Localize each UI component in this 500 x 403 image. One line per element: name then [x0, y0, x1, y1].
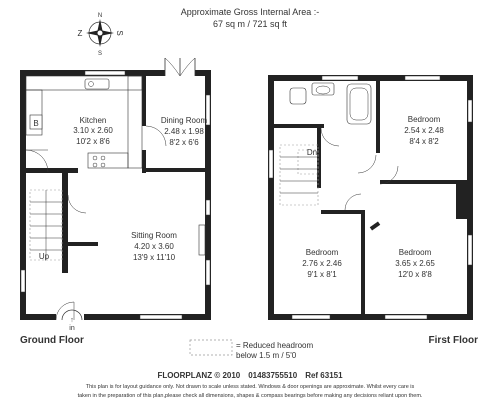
ground-floor-plan: B in ↑ Kitchen 3.10 x 2.60 10'2 x 8'6 Di… [20, 57, 211, 332]
compass-s: S [98, 51, 102, 57]
footer-disclaimer-1: This plan is for layout guidance only. N… [86, 384, 415, 390]
sitting-metric: 4.20 x 3.60 [134, 242, 174, 251]
boiler-box [29, 114, 43, 130]
headroom-swatch [189, 339, 233, 356]
area-title: Approximate Gross Internal Area :- [181, 7, 320, 17]
first-floor-plan: Dn Bedroom 2.54 x 2.48 8'4 x 8'2 Bedroom… [268, 75, 473, 320]
compass-n: N [98, 13, 102, 19]
stairs-down-label: Dn [307, 148, 317, 157]
ground-floor-label: Ground Floor [20, 335, 84, 346]
bed3-metric: 3.65 x 2.65 [395, 259, 435, 268]
compass-rose: N S Z S [78, 13, 124, 57]
legend-line2: below 1.5 m / 5'0 [236, 351, 297, 360]
dining-imperial: 8'2 x 6'6 [169, 138, 199, 147]
legend-line1: = Reduced headroom [236, 341, 314, 350]
entrance-arrow: ↑ [70, 317, 74, 324]
compass-e: S [115, 30, 124, 35]
first-floor-label: First Floor [429, 335, 479, 346]
bed2-imperial: 9'1 x 8'1 [307, 270, 337, 279]
footer-disclaimer-2: taken in the preparation of this plan,pl… [78, 393, 423, 399]
headroom-legend: = Reduced headroom below 1.5 m / 5'0 [189, 339, 314, 360]
bed2-metric: 2.76 x 2.46 [302, 259, 342, 268]
boiler-label: B [33, 119, 38, 128]
bed2-name: Bedroom [306, 248, 339, 257]
bed1-metric: 2.54 x 2.48 [404, 126, 444, 135]
sitting-name: Sitting Room [131, 231, 177, 240]
area-value: 67 sq m / 721 sq ft [213, 19, 288, 29]
stairs-up-label: Up [39, 252, 50, 261]
bed3-name: Bedroom [399, 248, 432, 257]
kitchen-name: Kitchen [80, 116, 107, 125]
compass-z: Z [78, 29, 83, 38]
kitchen-imperial: 10'2 x 8'6 [76, 137, 110, 146]
dining-name: Dining Room [161, 116, 208, 125]
bed1-name: Bedroom [408, 115, 441, 124]
bed3-imperial: 12'0 x 8'8 [398, 270, 432, 279]
entrance-label: in [69, 325, 75, 332]
kitchen-metric: 3.10 x 2.60 [73, 126, 113, 135]
bed1-imperial: 8'4 x 8'2 [409, 137, 439, 146]
sitting-imperial: 13'9 x 11'10 [133, 253, 176, 262]
dining-metric: 2.48 x 1.98 [164, 127, 204, 136]
